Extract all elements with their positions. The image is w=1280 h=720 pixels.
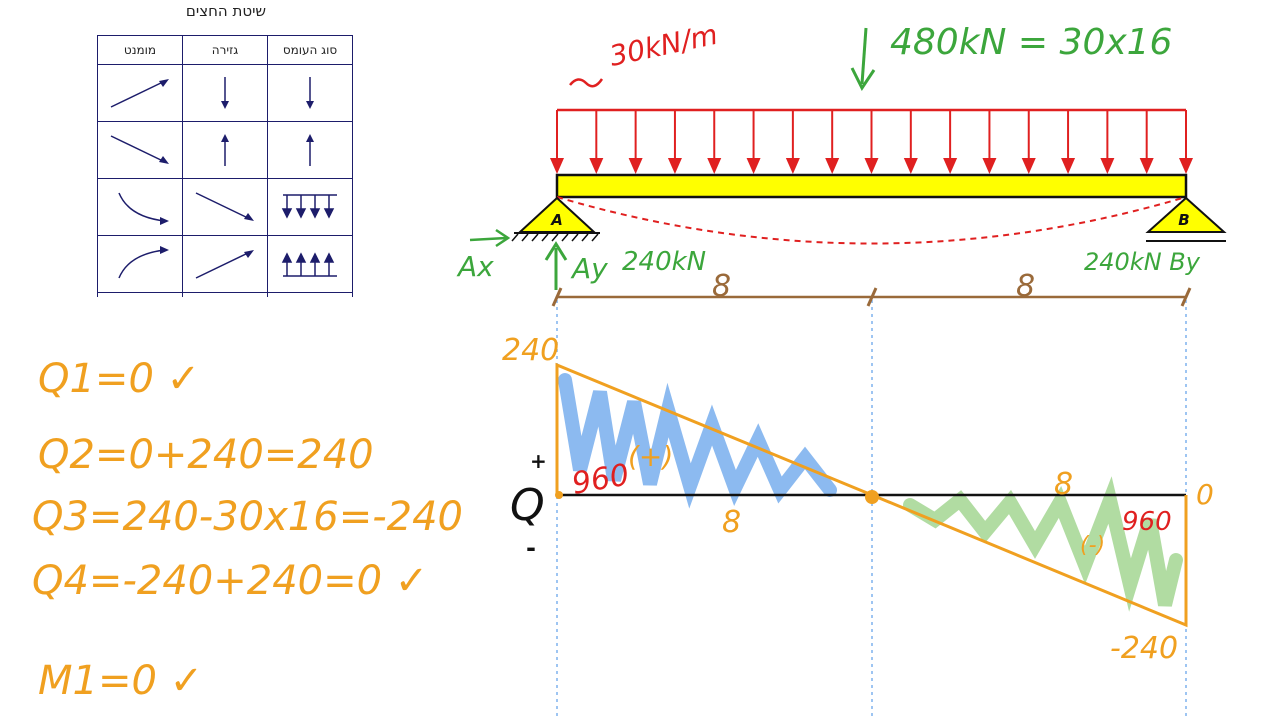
support-a-label: A bbox=[550, 211, 563, 229]
ax-arrow-head bbox=[495, 228, 511, 248]
table-row bbox=[97, 64, 353, 122]
dimension-ticks bbox=[551, 287, 1192, 307]
arrow-method-table: מומנט גזירה סוג העומס bbox=[97, 35, 353, 297]
load-arrow-head bbox=[785, 158, 800, 174]
table-header-row: מומנט גזירה סוג העומס bbox=[97, 35, 353, 65]
support-a-hatch bbox=[511, 233, 599, 242]
curve-falling-icon bbox=[118, 192, 169, 225]
load-arrow-head bbox=[589, 158, 604, 174]
equations-block: Q1=0 ✓ Q2=0+240=240 Q3=240-30x16=-240 Q4… bbox=[32, 356, 463, 704]
total-load-arrow-head bbox=[850, 67, 876, 91]
left-base-label: 8 bbox=[722, 505, 741, 540]
ay-arrow-head bbox=[544, 241, 568, 261]
load-arrow-head bbox=[1100, 158, 1115, 174]
load-squiggle bbox=[569, 78, 604, 88]
axis-minus-mark: - bbox=[526, 534, 536, 562]
load-arrow-head bbox=[1021, 158, 1036, 174]
arrow-up-icon bbox=[221, 134, 229, 166]
load-arrow-head bbox=[903, 158, 918, 174]
ax-label: Ax bbox=[456, 250, 494, 283]
deflection-curve bbox=[556, 196, 1187, 245]
shear-top-value: 240 bbox=[502, 333, 559, 368]
area-right-sign: (-) bbox=[1080, 533, 1105, 558]
arrow-up-right-icon bbox=[195, 250, 254, 279]
shear-zero-value: 0 bbox=[1196, 478, 1214, 511]
negative-area-hatch bbox=[903, 476, 1183, 612]
ay-label: Ay bbox=[570, 252, 608, 285]
moment-concave-up-cell bbox=[97, 235, 183, 293]
load-arrow-head bbox=[1179, 158, 1193, 174]
positive-area-hatch bbox=[558, 373, 837, 509]
arrow-up-icon bbox=[306, 134, 314, 166]
equation-q3: Q3=240-30x16=-240 bbox=[32, 494, 463, 540]
load-arrow-head bbox=[825, 158, 840, 174]
load-arrow-head bbox=[1061, 158, 1076, 174]
load-arrow-head bbox=[1139, 158, 1154, 174]
load-down-arrow-cell bbox=[267, 64, 353, 122]
header-moment: מומנט bbox=[97, 35, 183, 65]
equation-q1: Q1=0 ✓ bbox=[38, 356, 200, 402]
reaction-a-value: 240kN bbox=[622, 247, 706, 277]
ax-arrow bbox=[469, 236, 507, 242]
header-shear: גזירה bbox=[182, 35, 268, 65]
shear-bottom-value: -240 bbox=[1110, 631, 1178, 666]
area-right-value: 960 bbox=[1122, 507, 1172, 537]
header-load-type: סוג העומס bbox=[267, 35, 353, 65]
arrow-up-right-icon bbox=[110, 79, 169, 108]
load-arrow-head bbox=[628, 158, 643, 174]
curve-rising-icon bbox=[118, 246, 169, 279]
span-right-label: 8 bbox=[1016, 269, 1035, 304]
load-arrow-head bbox=[550, 158, 564, 174]
table-row bbox=[97, 178, 353, 236]
load-arrow-head bbox=[982, 158, 997, 174]
table-row bbox=[97, 235, 353, 293]
load-arrow-head bbox=[943, 158, 958, 174]
span-left-label: 8 bbox=[712, 269, 731, 304]
shear-start-point bbox=[555, 491, 563, 499]
moment-falling-line-cell bbox=[97, 121, 183, 179]
shear-zero-point bbox=[865, 490, 879, 504]
reaction-b-label: 240kN By bbox=[1084, 248, 1201, 276]
load-arrow-head bbox=[864, 158, 879, 174]
support-b-roller bbox=[1145, 196, 1227, 233]
load-arrow-head bbox=[707, 158, 722, 174]
load-arrow-head bbox=[746, 158, 761, 174]
equation-q2: Q2=0+240=240 bbox=[38, 432, 374, 478]
right-top-label: 8 bbox=[1054, 467, 1073, 502]
axis-q-symbol: Q bbox=[510, 480, 545, 531]
area-left-sign: (+) bbox=[628, 440, 673, 473]
distributed-load-up-icon bbox=[281, 252, 337, 277]
distributed-load-down-icon bbox=[281, 194, 337, 219]
moment-concave-down-cell bbox=[97, 178, 183, 236]
equation-q4: Q4=-240+240=0 ✓ bbox=[32, 558, 428, 604]
arrow-down-icon bbox=[221, 77, 229, 109]
shear-down-arrow-cell bbox=[182, 64, 268, 122]
load-intensity-label: 30kN/m bbox=[607, 18, 721, 73]
beam bbox=[555, 173, 1188, 199]
table-row bbox=[97, 121, 353, 179]
equation-m1: M1=0 ✓ bbox=[38, 658, 203, 704]
total-load-arrow bbox=[860, 27, 868, 85]
total-load-label: 480kN = 30x16 bbox=[890, 22, 1172, 63]
table-row bbox=[97, 292, 353, 297]
support-b-label: B bbox=[1178, 211, 1189, 229]
arrow-down-right-icon bbox=[110, 135, 169, 164]
arrow-down-right-icon bbox=[195, 192, 254, 221]
legend-title: שיטת החצים bbox=[185, 2, 267, 20]
arrow-down-icon bbox=[306, 77, 314, 109]
load-arrow-head bbox=[667, 158, 682, 174]
distributed-load-up-cell bbox=[267, 235, 353, 293]
axis-plus-mark: + bbox=[530, 449, 547, 473]
shear-rising-line-cell bbox=[182, 235, 268, 293]
distributed-load-arrows bbox=[550, 110, 1193, 174]
